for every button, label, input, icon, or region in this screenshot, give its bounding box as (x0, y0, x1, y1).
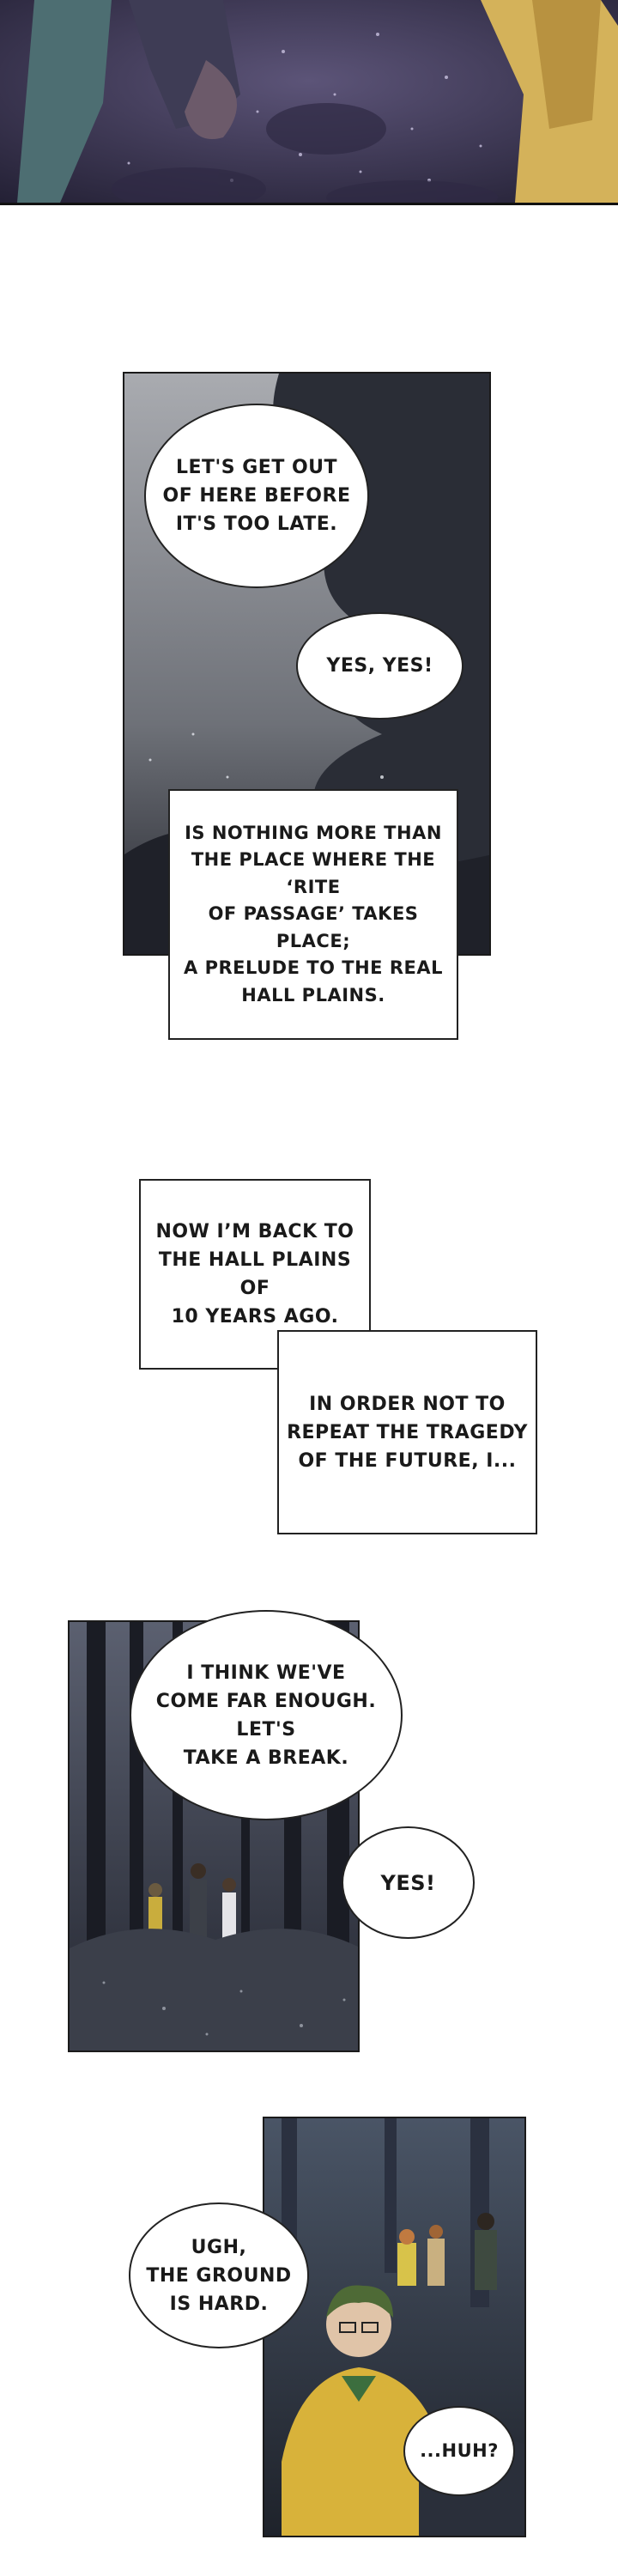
caption-text: IN ORDER NOT TO REPEAT THE TRAGEDY OF TH… (287, 1393, 528, 1472)
caption-text: NOW I’M BACK TO THE HALL PLAINS OF 10 YE… (155, 1221, 354, 1327)
glasses-boy (282, 2285, 445, 2536)
speech-bubble-yes-yes: YES, YES! (296, 612, 464, 720)
speech-text: UGH, THE GROUND IS HARD. (146, 2236, 292, 2315)
panel-legs (0, 0, 618, 205)
caption-box-repeat-tragedy: IN ORDER NOT TO REPEAT THE TRAGEDY OF TH… (277, 1330, 537, 1534)
left-leg (17, 0, 112, 203)
speech-text: I THINK WE'VE COME FAR ENOUGH. LET'S TAK… (155, 1662, 377, 1769)
speech-text: YES! (380, 1870, 436, 1895)
speech-text: ...HUH? (420, 2439, 499, 2461)
fist (185, 60, 237, 139)
speech-bubble-ground-is-hard: UGH, THE GROUND IS HARD. (129, 2202, 309, 2348)
speech-text: YES, YES! (326, 655, 433, 677)
background-group (397, 2213, 497, 2290)
speech-bubble-take-a-break: I THINK WE'VE COME FAR ENOUGH. LET'S TAK… (130, 1610, 403, 1820)
speech-bubble-get-out: LET'S GET OUT OF HERE BEFORE IT'S TOO LA… (144, 404, 369, 588)
speech-bubble-huh: ...HUH? (403, 2406, 515, 2496)
speech-bubble-yes: YES! (342, 1826, 475, 1939)
caption-box-rite-of-passage: IS NOTHING MORE THAN THE PLACE WHERE THE… (168, 789, 458, 1040)
legs-artwork (0, 0, 618, 203)
speech-text: LET'S GET OUT OF HERE BEFORE IT'S TOO LA… (162, 457, 351, 535)
caption-text: IS NOTHING MORE THAN THE PLACE WHERE THE… (184, 822, 443, 1005)
